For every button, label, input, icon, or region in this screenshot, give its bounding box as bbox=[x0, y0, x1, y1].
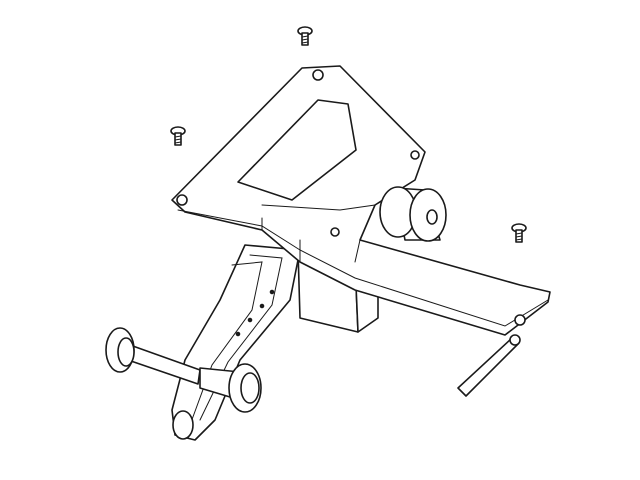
wheel-axle bbox=[105, 327, 262, 413]
screw-top bbox=[297, 26, 313, 46]
screw-right bbox=[511, 223, 527, 243]
screw-left bbox=[170, 126, 186, 146]
rod bbox=[457, 334, 521, 397]
motor bbox=[379, 186, 447, 242]
mounting-plate bbox=[171, 65, 551, 336]
support-arm bbox=[171, 244, 301, 441]
